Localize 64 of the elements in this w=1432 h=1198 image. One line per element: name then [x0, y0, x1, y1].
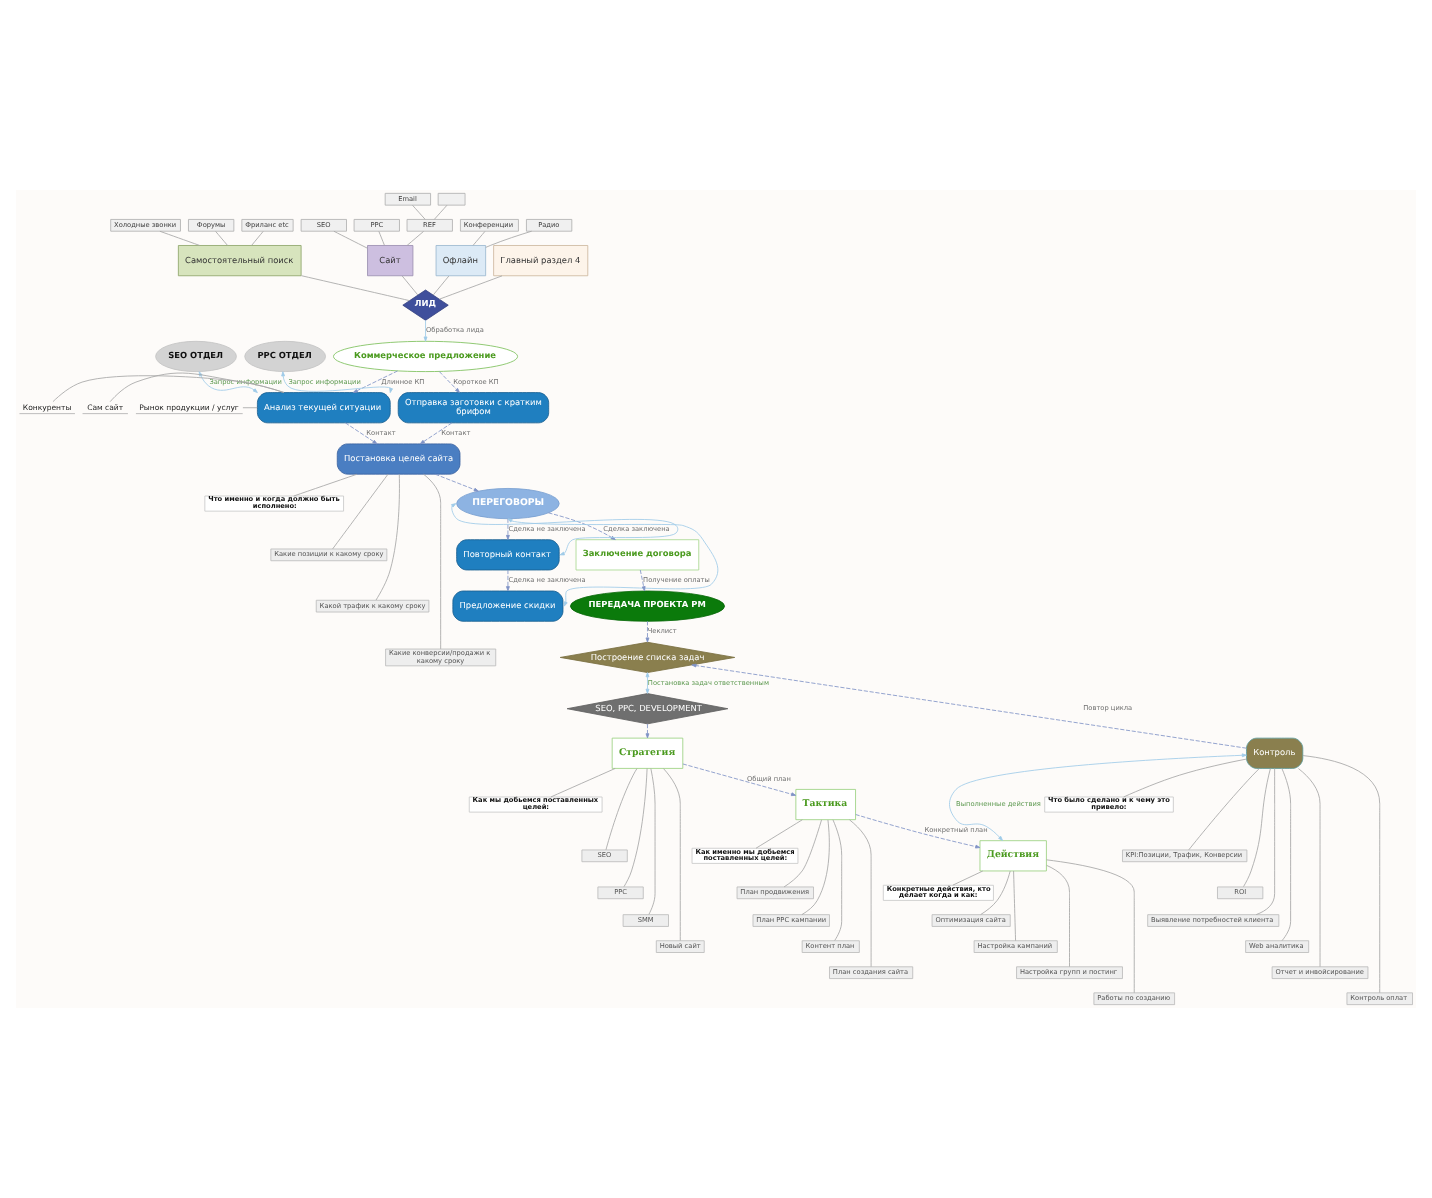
arrow	[645, 723, 650, 739]
connector	[849, 819, 872, 968]
connector	[1298, 768, 1321, 968]
connector	[401, 275, 419, 296]
arrow	[345, 422, 378, 445]
arrow	[855, 814, 981, 849]
connector	[1046, 864, 1070, 968]
connector	[109, 372, 285, 403]
connector	[1123, 758, 1247, 798]
arrow	[645, 672, 650, 694]
arrow	[438, 371, 460, 393]
connector	[832, 819, 843, 941]
arrow	[645, 620, 650, 643]
arrow	[548, 512, 616, 541]
connector	[412, 204, 426, 220]
connector	[242, 407, 258, 409]
connector	[648, 768, 656, 915]
connector	[1243, 768, 1271, 888]
connector	[550, 768, 616, 798]
arrow	[281, 371, 393, 394]
arrow	[434, 473, 479, 492]
connector	[1188, 768, 1260, 851]
arrow	[419, 422, 453, 445]
connector	[300, 275, 410, 301]
connector	[1302, 755, 1381, 994]
connector	[485, 230, 533, 248]
connector	[980, 870, 1011, 915]
connector	[375, 474, 400, 601]
arrow	[691, 663, 1247, 749]
connector	[801, 819, 830, 916]
connector	[251, 231, 264, 246]
connector	[159, 230, 201, 246]
connector	[472, 231, 486, 246]
connector	[432, 275, 450, 296]
connector	[333, 230, 368, 249]
connector	[293, 473, 358, 497]
arrow	[949, 753, 1247, 841]
arrow	[682, 763, 797, 797]
arrow	[506, 569, 510, 592]
connector	[1255, 768, 1276, 915]
connector	[952, 870, 984, 886]
arrow	[198, 371, 258, 394]
arrow	[507, 518, 719, 607]
node-box	[437, 192, 466, 206]
arrow	[423, 319, 428, 342]
connector	[663, 768, 681, 941]
arrow	[639, 569, 646, 592]
connector	[423, 473, 442, 650]
connector	[439, 275, 503, 300]
connector	[755, 819, 803, 849]
connector	[605, 768, 638, 851]
connector	[378, 231, 385, 246]
connector	[406, 231, 424, 246]
connector	[1281, 768, 1292, 942]
arrow	[352, 370, 398, 393]
connector	[1013, 870, 1016, 942]
connector	[783, 819, 822, 888]
connector	[623, 768, 648, 888]
arrow	[506, 518, 510, 540]
connector	[1046, 859, 1135, 994]
connector	[215, 231, 228, 246]
connector	[332, 473, 389, 550]
connector	[433, 204, 448, 220]
arrow	[451, 503, 679, 556]
